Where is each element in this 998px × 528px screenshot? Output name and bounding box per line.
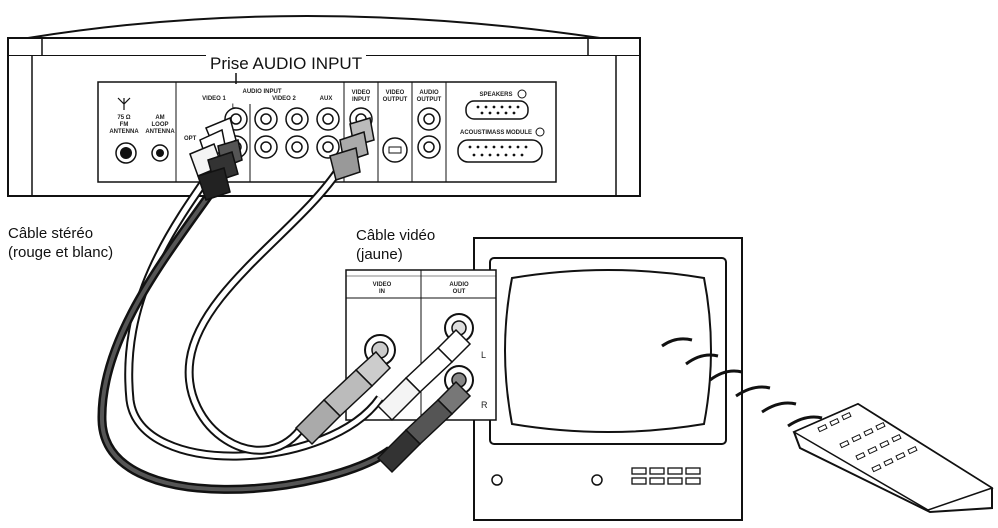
television: [473, 237, 743, 521]
tv-screen: [504, 269, 712, 433]
speakers-connector: [465, 100, 529, 120]
video2-label: VIDEO 2: [272, 96, 296, 102]
video-cable-callout-line1: Câble vidéo: [356, 227, 436, 244]
tv-left-channel-label: L: [481, 350, 486, 360]
audio-input-panel-label: AUDIO INPUT: [243, 89, 282, 95]
stereo-cable-callout-line1: Câble stéréo: [8, 225, 94, 242]
tv-right-channel-label: R: [481, 400, 488, 410]
fm-antenna-label-3: ANTENNA: [109, 129, 139, 135]
audio-output-label-1: AUDIO: [419, 90, 439, 96]
tv-jack-panel: VIDEO IN AUDIO OUT L R: [345, 269, 497, 421]
video1-label: VIDEO 1: [202, 96, 226, 102]
remote-signal-arcs: [661, 337, 823, 428]
tv-power-button: [491, 474, 503, 486]
optical-label-partial: OPT: [184, 136, 197, 142]
acoustimass-connector: [457, 139, 543, 163]
video-output-label-1: VIDEO: [386, 90, 405, 96]
audio-output-label-2: OUTPUT: [417, 97, 442, 103]
aux-label: AUX: [320, 96, 333, 102]
tv-sensor: [591, 474, 603, 486]
video-cable-callout: Câble vidéo (jaune): [356, 226, 435, 264]
tv-video-in-label-1: VIDEO: [373, 282, 392, 288]
stereo-cable-callout-line2: (rouge et blanc): [8, 244, 114, 261]
media-center-unit: 75 Ω FM ANTENNA AM LOOP ANTENNA AUDIO IN…: [7, 15, 641, 197]
channel-left-label: L: [232, 104, 236, 110]
tv-audio-out-label-1: AUDIO: [449, 282, 469, 288]
acoustimass-label: ACOUSTIMASS MODULE: [460, 130, 532, 136]
am-antenna-label-3: ANTENNA: [145, 129, 175, 135]
video-output-label-2: OUTPUT: [383, 97, 408, 103]
stereo-cable-callout: Câble stéréo (rouge et blanc): [8, 224, 113, 262]
video-cable-wire: [186, 166, 343, 453]
speakers-out-icon: [517, 89, 527, 99]
fm-antenna-label-2: FM: [120, 122, 129, 128]
acoustimass-out-icon: [535, 127, 545, 137]
video-input-label-1: VIDEO: [352, 90, 371, 96]
am-antenna-label-2: LOOP: [151, 122, 168, 128]
remote-control: [792, 402, 994, 514]
am-antenna-label-1: AM: [155, 115, 164, 121]
video-cable-callout-line2: (jaune): [356, 246, 403, 263]
fm-antenna-label-1: 75 Ω: [117, 115, 130, 121]
speakers-label: SPEAKERS: [479, 92, 512, 98]
tv-control-buttons: [631, 467, 701, 485]
video-input-label-2: INPUT: [352, 97, 370, 103]
tv-plug-red: [376, 380, 472, 474]
antenna-icon: [117, 97, 131, 110]
stereo-cable-white-wire: [126, 160, 383, 459]
unit-plug-yellow: [329, 117, 375, 181]
audio-input-jack-callout: Prise AUDIO INPUT: [206, 54, 367, 73]
tv-plug-yellow: [294, 350, 392, 446]
unit-rca-jacks: [224, 107, 441, 159]
tv-video-in-label-2: IN: [379, 289, 385, 295]
unit-plug-red: [197, 139, 243, 201]
tv-audio-out-label-2: OUT: [453, 289, 466, 295]
tv-plug-white: [376, 328, 472, 422]
